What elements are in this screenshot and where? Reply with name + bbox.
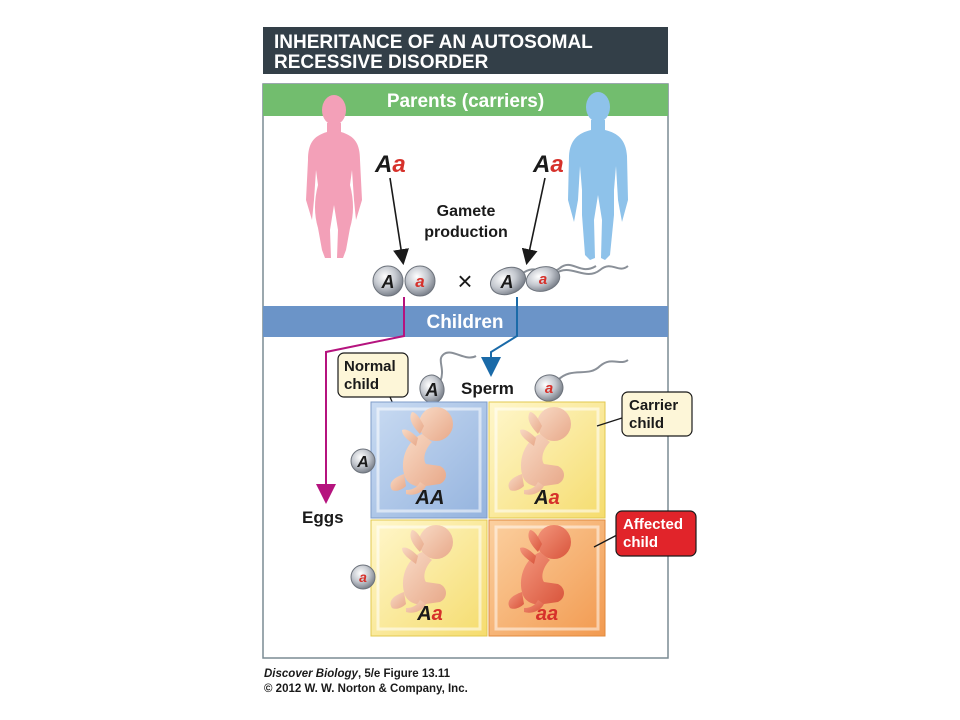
sperm-path-arrow xyxy=(481,297,518,377)
title-banner: INHERITANCE OF AN AUTOSOMAL RECESSIVE DI… xyxy=(263,27,668,74)
mother-figure xyxy=(306,95,362,258)
punnett-sperm-A: A xyxy=(419,351,477,404)
father-genotype: Aa xyxy=(532,151,564,178)
gamete-label-line-2: production xyxy=(424,224,508,241)
punnett-sperm-a-label: a xyxy=(545,380,553,397)
mother-egg-a: a xyxy=(404,265,436,297)
cell-aa-genotype: aa xyxy=(536,603,558,625)
mother-allele-recessive: a xyxy=(392,151,405,178)
punnett-sperm-A-label: A xyxy=(425,380,439,400)
father-sperm-a: a xyxy=(525,265,629,292)
affected-child-callout: Affected child xyxy=(593,510,697,557)
affected-callout-line-2: child xyxy=(623,534,658,551)
mother-egg-A-label: A xyxy=(381,272,395,292)
egg-path-arrow xyxy=(316,297,405,504)
father-gamete-arrow xyxy=(521,177,546,266)
father-figure xyxy=(568,92,628,260)
punnett-sperm-a: a xyxy=(534,359,629,402)
parents-header-label: Parents (carriers) xyxy=(387,91,544,112)
punnett-egg-A: A xyxy=(350,448,376,474)
cell-AA-genotype: AA xyxy=(415,487,445,509)
mother-genotype: Aa xyxy=(374,151,406,178)
carrier-callout-line-1: Carrier xyxy=(629,397,678,414)
father-sperm-A: A xyxy=(490,263,597,296)
father-allele-recessive: a xyxy=(550,151,563,178)
mother-egg-A: A xyxy=(372,265,404,297)
credit-copyright: © 2012 W. W. Norton & Company, Inc. xyxy=(264,683,468,695)
cross-symbol: × xyxy=(457,266,472,296)
title-line-2: RECESSIVE DISORDER xyxy=(274,52,489,73)
punnett-egg-a-label: a xyxy=(359,569,367,585)
normal-callout-line-1: Normal xyxy=(344,358,396,375)
punnett-cell-Aa-top: Aa xyxy=(488,401,606,519)
children-header: Children xyxy=(263,306,668,337)
eggs-label: Eggs xyxy=(302,508,344,527)
carrier-child-callout: Carrier child xyxy=(596,391,693,437)
mother-gamete-arrow xyxy=(389,177,409,266)
punnett-cell-AA: AA xyxy=(370,401,488,519)
affected-callout-line-1: Affected xyxy=(623,516,683,533)
credit-source: Discover Biology, 5/e Figure 13.11 xyxy=(264,668,451,680)
punnett-cell-Aa-bottom: Aa xyxy=(370,519,488,637)
children-header-label: Children xyxy=(426,312,503,333)
gamete-label-line-1: Gamete xyxy=(437,203,496,220)
father-allele-dominant: A xyxy=(532,151,550,178)
mother-allele-dominant: A xyxy=(374,151,392,178)
punnett-egg-A-label: A xyxy=(356,454,369,471)
cell-Aa-bottom-genotype: Aa xyxy=(416,603,443,625)
punnett-egg-a: a xyxy=(350,564,376,590)
mother-egg-a-label: a xyxy=(415,272,424,291)
cell-Aa-top-genotype: Aa xyxy=(533,487,560,509)
normal-callout-line-2: child xyxy=(344,376,379,393)
normal-child-callout: Normal child xyxy=(337,352,415,453)
figure-credit: Discover Biology, 5/e Figure 13.11 © 201… xyxy=(264,668,468,695)
carrier-callout-line-2: child xyxy=(629,415,664,432)
punnett-cell-aa: aa xyxy=(488,519,606,637)
sperm-label: Sperm xyxy=(461,379,514,398)
title-line-1: INHERITANCE OF AN AUTOSOMAL xyxy=(274,32,593,53)
father-sperm-a-label: a xyxy=(539,271,547,288)
father-sperm-A-label: A xyxy=(500,272,514,292)
